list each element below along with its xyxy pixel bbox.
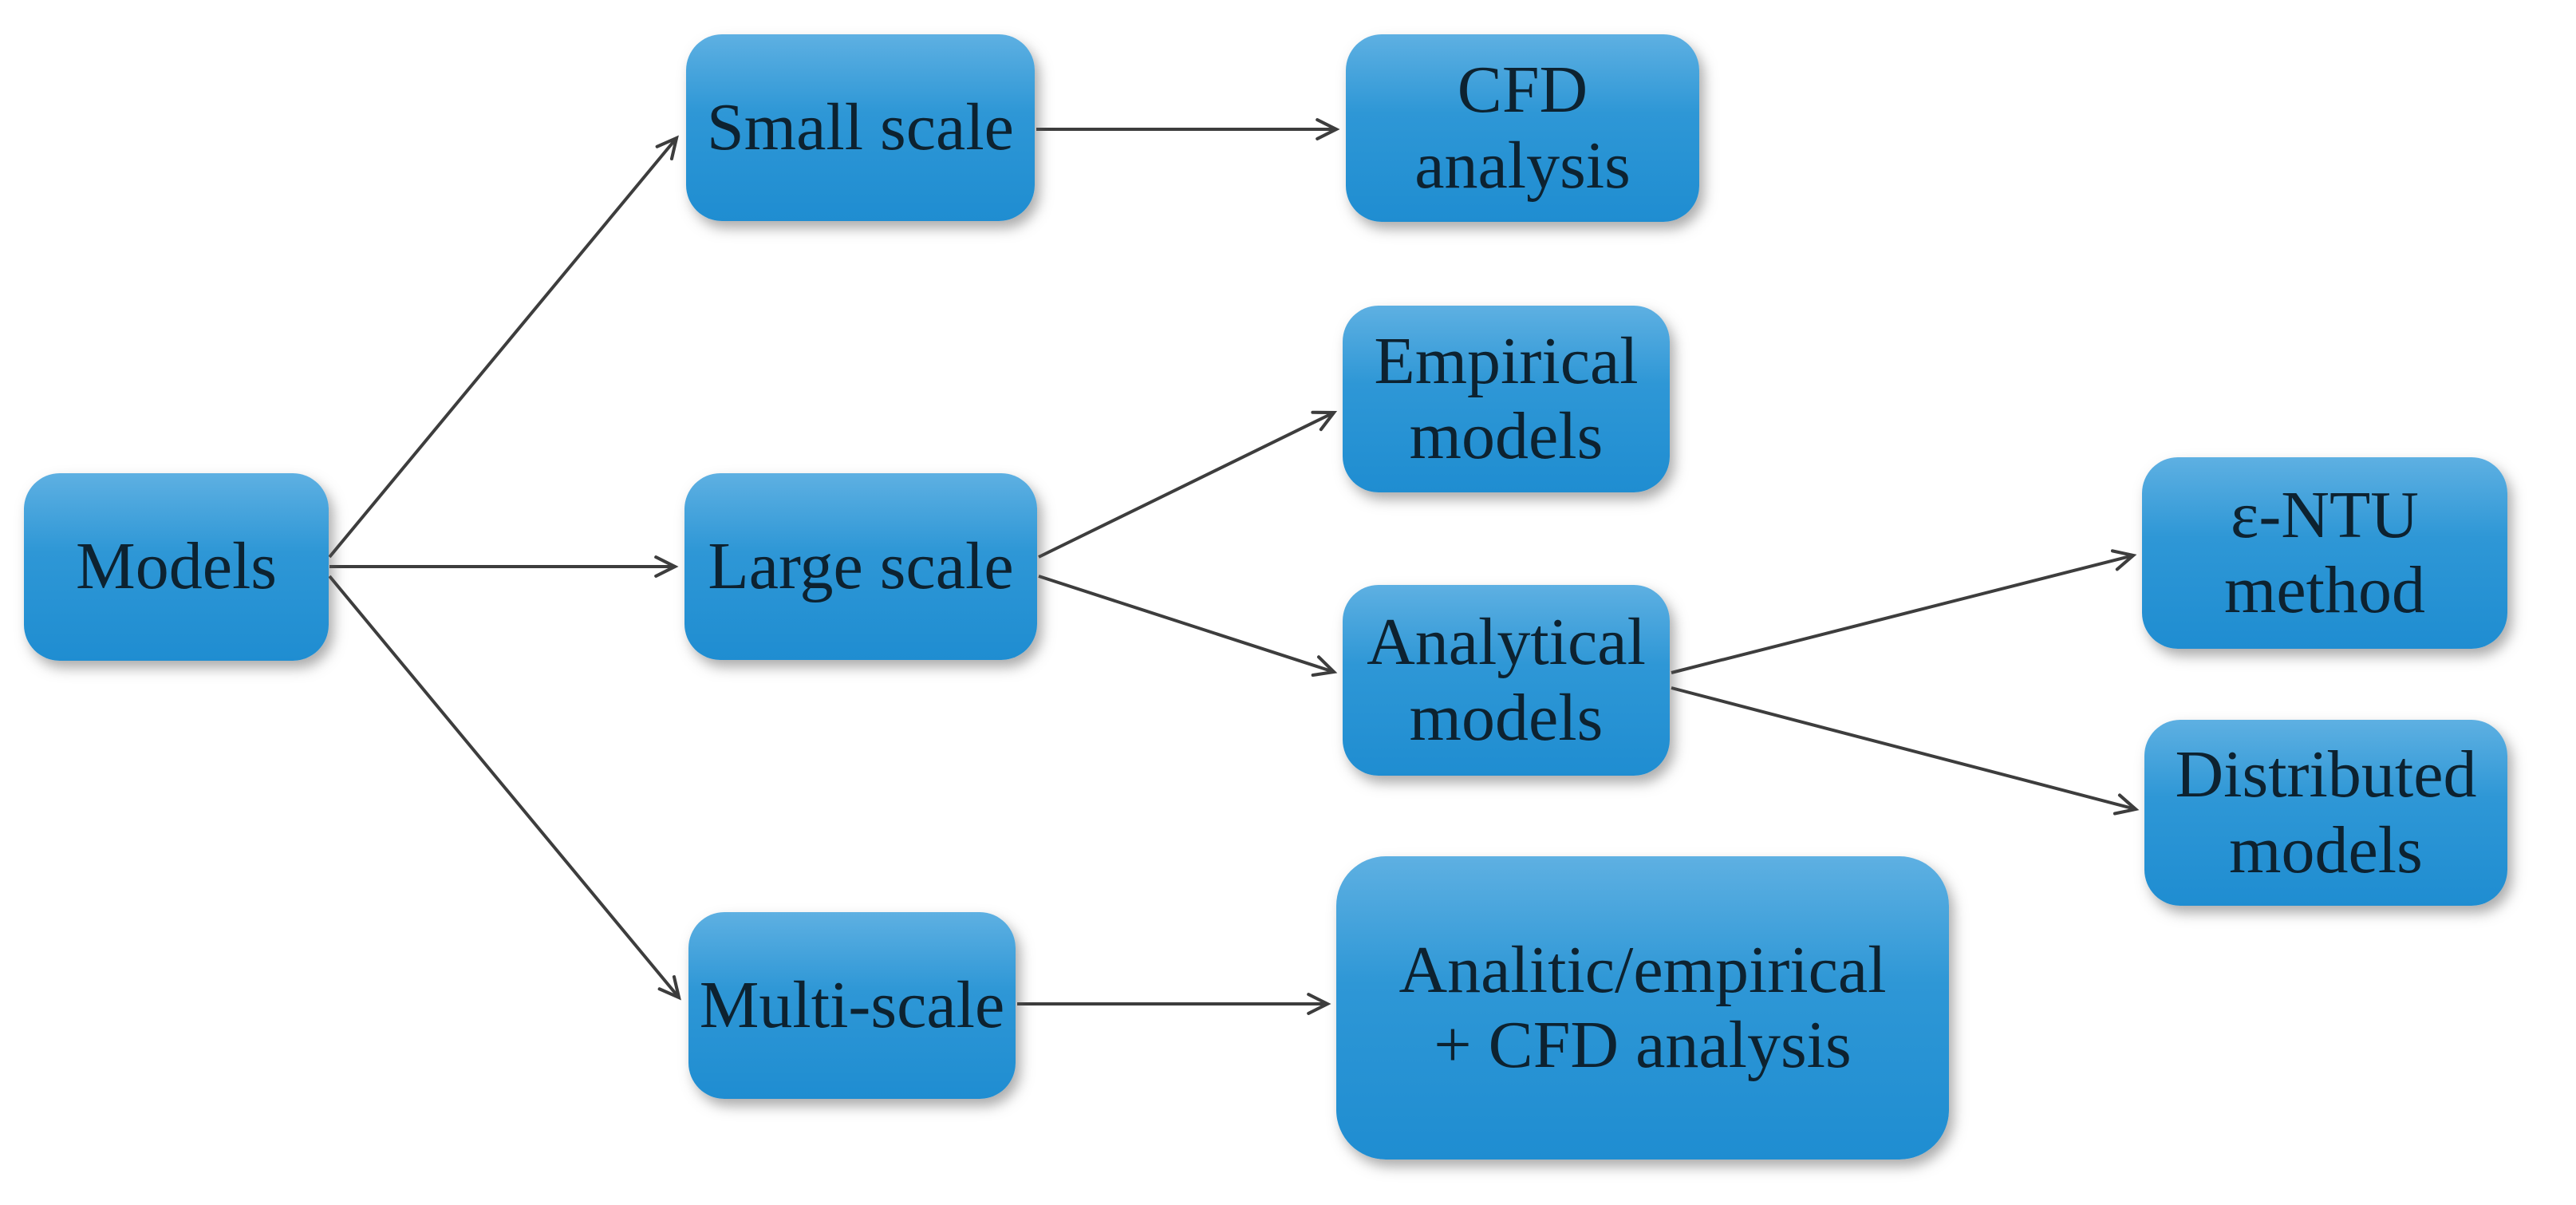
node-multi-scale: Multi-scale — [688, 912, 1016, 1099]
node-distributed-models-label: Distributed models — [2175, 737, 2477, 887]
node-empirical-models-label: Empirical models — [1374, 323, 1639, 473]
node-small-scale: Small scale — [686, 34, 1035, 221]
edge-large-scale-analytical-models — [1038, 575, 1338, 678]
node-analitic-cfd: Analitic/empirical + CFD analysis — [1336, 856, 1949, 1160]
node-cfd-analysis-label: CFD analysis — [1414, 53, 1631, 203]
node-small-scale-label: Small scale — [707, 89, 1014, 164]
node-analitic-cfd-label: Analitic/empirical + CFD analysis — [1398, 932, 1887, 1082]
node-entu-method-label: ε-NTU method — [2224, 477, 2425, 627]
node-large-scale: Large scale — [684, 473, 1037, 660]
edge-large-scale-empirical-models — [1038, 410, 1338, 559]
node-models: Models — [24, 473, 329, 661]
node-entu-method: ε-NTU method — [2142, 457, 2507, 649]
node-cfd-analysis: CFD analysis — [1346, 34, 1699, 222]
node-distributed-models: Distributed models — [2144, 720, 2507, 906]
node-models-label: Models — [76, 529, 277, 604]
node-analytical-models-label: Analytical models — [1367, 605, 1646, 755]
edge-models-multi-scale — [328, 575, 681, 1001]
node-analytical-models: Analytical models — [1343, 585, 1670, 776]
node-empirical-models: Empirical models — [1343, 306, 1670, 492]
node-large-scale-label: Large scale — [708, 528, 1014, 603]
edge-analytical-models-distributed-models — [1671, 686, 2140, 816]
node-multi-scale-label: Multi-scale — [699, 967, 1005, 1042]
edge-analytical-models-entu-method — [1671, 549, 2137, 674]
edge-models-small-scale — [328, 135, 679, 559]
